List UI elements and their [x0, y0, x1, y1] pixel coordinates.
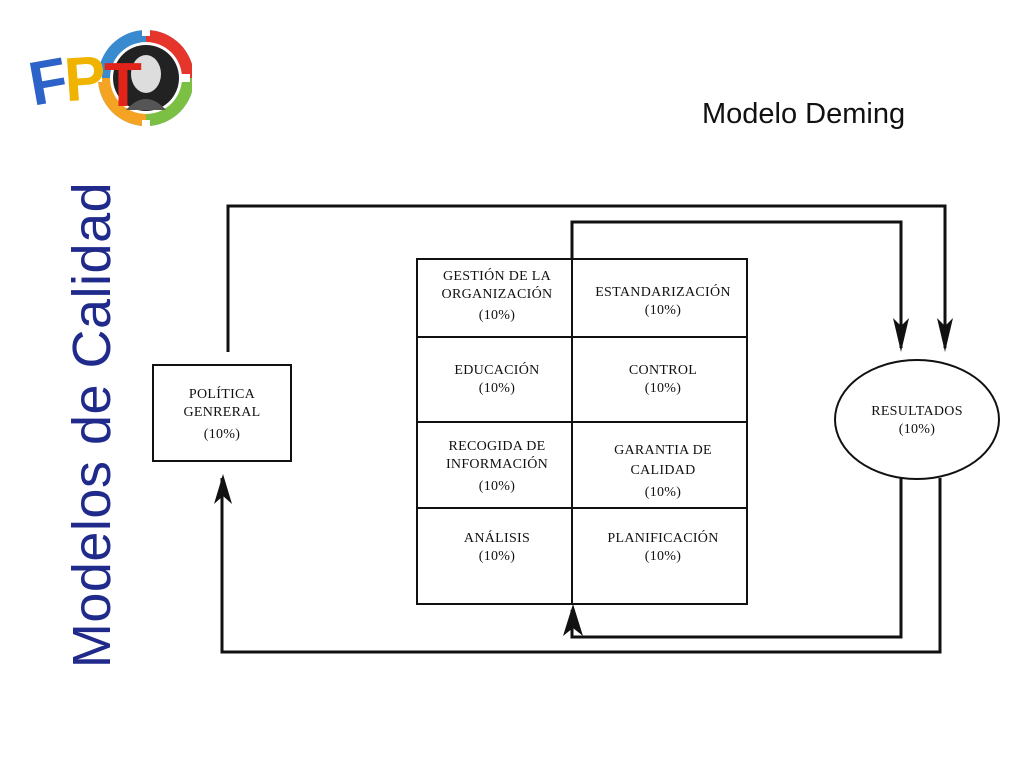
- politica-general-label: POLÍTICA GENRERAL (10%): [154, 386, 290, 444]
- outer-top-connector: [226, 204, 947, 352]
- politica-general-box: POLÍTICA GENRERAL (10%): [152, 364, 292, 462]
- matrix-cell-gestion: GESTIÓN DE LA ORGANIZACIÓN (10%): [422, 268, 572, 325]
- cell-line1: ANÁLISIS: [463, 531, 531, 546]
- gear-icon: [92, 26, 192, 130]
- cell-line1: EDUCACIÓN: [454, 363, 540, 378]
- cell-percentage: (10%): [478, 479, 516, 494]
- arrow-down-icon: [937, 318, 953, 352]
- cell-line2: INFORMACIÓN: [445, 457, 549, 472]
- matrix-cell-estandarizacion: ESTANDARIZACIÓN (10%): [580, 284, 746, 320]
- inner-top-connector: [570, 220, 903, 348]
- arrow-up-icon: [214, 474, 232, 504]
- matrix-cell-planificacion: PLANIFICACIÓN (10%): [580, 530, 746, 566]
- cell-line1: CONTROL: [628, 363, 698, 378]
- matrix-cell-educacion: EDUCACIÓN (10%): [422, 362, 572, 398]
- politica-percentage: (10%): [203, 427, 241, 442]
- cell-percentage: (10%): [478, 549, 516, 564]
- arrow-down-icon: [893, 318, 909, 352]
- matrix-cell-analisis: ANÁLISIS (10%): [422, 530, 572, 566]
- matrix-cell-garantia: GARANTIA DE CALIDAD (10%): [580, 442, 746, 502]
- fpt-logo: F P T: [24, 26, 192, 130]
- cell-line1: ESTANDARIZACIÓN: [595, 285, 731, 300]
- cell-percentage: (10%): [644, 549, 682, 564]
- cell-percentage: (10%): [644, 303, 682, 318]
- politica-line2: GENRERAL: [183, 405, 261, 420]
- cell-line1: RECOGIDA DE: [448, 439, 546, 454]
- svg-text:P: P: [62, 43, 108, 115]
- matrix-cell-recogida: RECOGIDA DE INFORMACIÓN (10%): [422, 438, 572, 496]
- cell-line1: PLANIFICACIÓN: [607, 531, 719, 546]
- resultados-percentage: (10%): [898, 422, 936, 437]
- resultados-ellipse: RESULTADOS (10%): [834, 359, 1000, 480]
- cell-percentage: (10%): [644, 381, 682, 396]
- cell-percentage: (10%): [478, 381, 516, 396]
- deming-matrix: GESTIÓN DE LA ORGANIZACIÓN (10%) ESTANDA…: [416, 258, 748, 605]
- cell-percentage: (10%): [644, 485, 682, 500]
- cell-line2: ORGANIZACIÓN: [441, 287, 553, 302]
- cell-line1: GARANTIA DE: [614, 443, 712, 458]
- slide-subtitle: Modelo Deming: [702, 98, 906, 130]
- matrix-cell-control: CONTROL (10%): [580, 362, 746, 398]
- arrow-up-icon: [563, 604, 583, 636]
- politica-line1: POLÍTICA: [188, 387, 256, 402]
- outer-bottom-connector: [220, 478, 942, 654]
- arrow-heads: [214, 318, 953, 636]
- svg-text:T: T: [104, 51, 142, 120]
- cell-line2: CALIDAD: [630, 463, 696, 478]
- matrix-grid-lines: [416, 258, 748, 605]
- cell-percentage: (10%): [478, 308, 516, 323]
- cell-line1: GESTIÓN DE LA: [442, 269, 552, 284]
- resultados-line1: RESULTADOS: [871, 404, 963, 419]
- resultados-label: RESULTADOS (10%): [836, 403, 998, 439]
